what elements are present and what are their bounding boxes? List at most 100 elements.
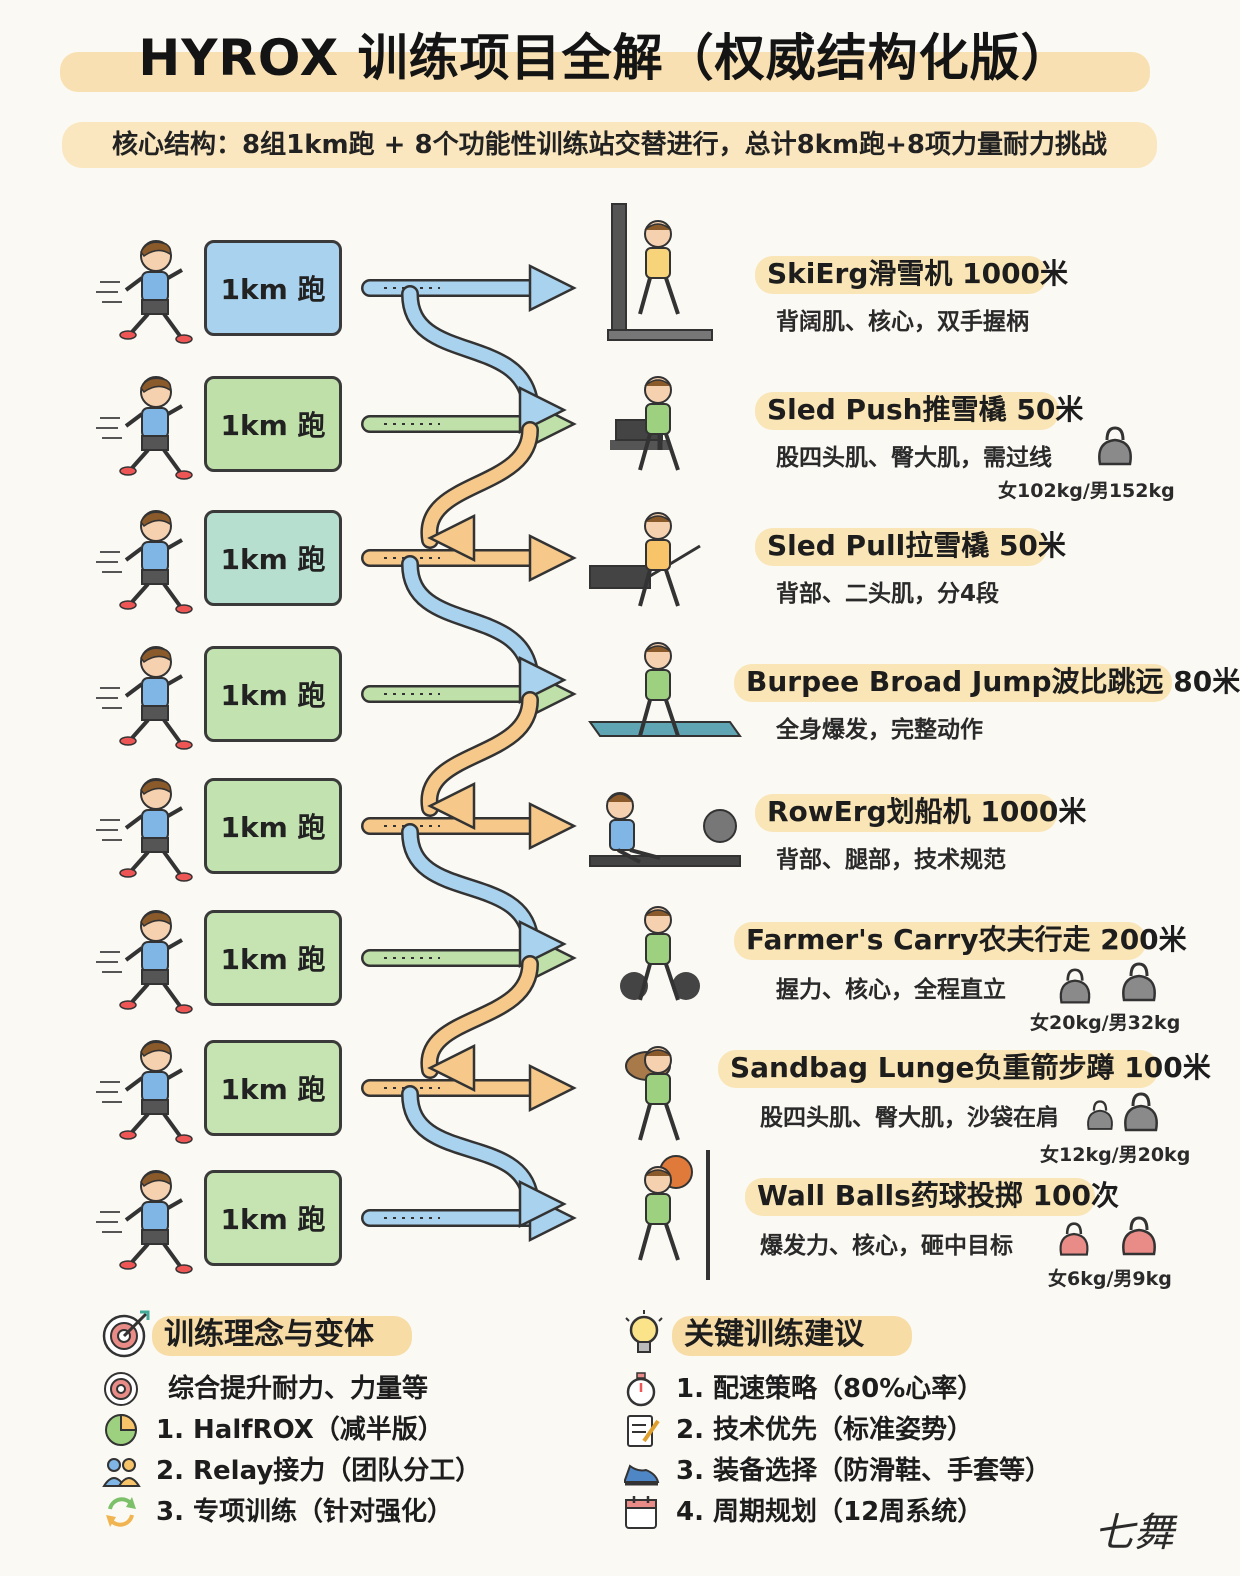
title-highlight — [60, 52, 1150, 92]
snake-connector-fill — [422, 693, 537, 815]
title-block: HYROX 训练项目全解（权威结构化版） — [60, 18, 1150, 98]
run-box: 1km 跑 — [204, 510, 342, 606]
runner-icon — [96, 240, 193, 344]
kettlebell-icon — [1094, 426, 1136, 472]
run-box: 1km 跑 — [204, 646, 342, 742]
station-name: Sled Push推雪橇 50米 — [767, 393, 1084, 426]
station-title-highlight — [755, 528, 1047, 566]
snake-connector-fill — [403, 557, 537, 679]
list-item: 2. 技术优先（标准姿势） — [622, 1409, 1102, 1449]
sled-push-icon — [590, 360, 750, 504]
run-label: 1km 跑 — [220, 543, 326, 576]
list-item: 2. Relay接力（团队分工） — [102, 1450, 582, 1490]
kettlebell-icon — [1118, 962, 1160, 1008]
run-label: 1km 跑 — [220, 811, 326, 844]
run-row: 1km 跑 — [96, 1036, 346, 1144]
station-title-highlight — [755, 256, 1047, 294]
station-name: RowErg划船机 1000米 — [767, 795, 1087, 828]
list-item: 4. 周期规划（12周系统） — [622, 1491, 1102, 1531]
subtitle-block: 核心结构：8组1km跑 + 8个功能性训练站交替进行，总计8km跑+8项力量耐力… — [62, 118, 1157, 170]
kettlebell-shape — [1122, 962, 1156, 1002]
kettlebell-shape — [1059, 968, 1091, 1004]
calendar-icon — [625, 1496, 657, 1529]
station-description: 背部、二头肌，分4段 — [776, 581, 1000, 607]
station-name: Farmer's Carry农夫行走 200米 — [746, 923, 1187, 956]
page-subtitle: 核心结构：8组1km跑 + 8个功能性训练站交替进行，总计8km跑+8项力量耐力… — [112, 130, 1107, 160]
subtitle-highlight — [62, 122, 1157, 168]
stopwatch-icon — [626, 1372, 656, 1407]
station-title-highlight — [745, 1178, 1095, 1216]
runner-icon — [96, 1170, 193, 1274]
skierg-icon — [590, 203, 750, 348]
station-name: Burpee Broad Jump波比跳远 80米 — [746, 665, 1240, 698]
list-item-text: 4. 周期规划（12周系统） — [676, 1497, 984, 1527]
station-name: Sled Pull拉雪橇 50米 — [767, 529, 1066, 562]
station-title: Sled Pull拉雪橇 50米 — [755, 522, 1066, 568]
station-weight: 女20kg/男32kg — [1030, 1012, 1181, 1034]
snake-connector-fill — [403, 287, 537, 409]
station-illustration — [588, 642, 742, 737]
kettlebell-icon — [1056, 968, 1094, 1010]
list-item-text: 3. 专项训练（针对强化） — [156, 1497, 454, 1527]
list-item: 1. HalfROX（减半版） — [102, 1409, 582, 1449]
station-illustration — [589, 512, 701, 607]
run-to-station-arrowhead — [528, 801, 577, 851]
run-box: 1km 跑 — [204, 240, 342, 336]
runner-icon — [96, 778, 193, 882]
list-item-text: 综合提升耐力、力量等 — [168, 1374, 429, 1404]
snake-arrowhead — [427, 1043, 476, 1093]
burpee-icon — [588, 626, 750, 770]
list-item-text: 1. 配速策略（80%心率） — [676, 1374, 984, 1404]
kettlebell-icon — [1118, 1216, 1160, 1262]
station-title-highlight — [755, 392, 1059, 430]
station-illustration — [610, 376, 680, 471]
list-item-text: 2. 技术优先（标准姿势） — [676, 1415, 974, 1445]
station-title: RowErg划船机 1000米 — [755, 788, 1087, 834]
runner-icon — [96, 910, 193, 1014]
snake-arrowhead — [518, 385, 567, 435]
lightbulb-icon — [625, 1310, 663, 1353]
list-item-text: 1. HalfROX（减半版） — [156, 1415, 444, 1445]
snake-connector-fill — [403, 1087, 537, 1203]
advice-heading-highlight — [672, 1316, 912, 1356]
run-row: 1km 跑 — [96, 372, 346, 480]
station-title-highlight — [734, 664, 1172, 702]
sandbag-lunge-icon — [590, 1030, 750, 1174]
runner-icon — [96, 1040, 193, 1144]
runner-icon — [96, 510, 193, 614]
concepts-heading: 训练理念与变体 — [100, 1308, 430, 1358]
target-icon — [102, 1310, 150, 1358]
run-row: 1km 跑 — [96, 236, 346, 344]
run-label: 1km 跑 — [220, 409, 326, 442]
station-illustration — [638, 1150, 710, 1280]
run-box: 1km 跑 — [204, 778, 342, 874]
station-name: SkiErg滑雪机 1000米 — [767, 257, 1069, 290]
station-title: Farmer's Carry农夫行走 200米 — [734, 916, 1187, 962]
kettlebell-shape — [1098, 426, 1132, 466]
notepad-icon — [627, 1415, 660, 1447]
kettlebell-icon — [1120, 1092, 1162, 1138]
station-title-highlight — [755, 794, 1057, 832]
rower-icon — [589, 766, 750, 910]
station-weight: 女6kg/男9kg — [1048, 1268, 1172, 1290]
team-icon — [102, 1458, 141, 1487]
station-title-highlight — [734, 922, 1146, 960]
snake-connector-fill — [422, 423, 537, 547]
list-item: 3. 专项训练（针对强化） — [102, 1491, 582, 1531]
snake-connector-fill — [403, 825, 537, 943]
station-illustration — [625, 1046, 680, 1141]
station-description: 股四头肌、臀大肌，沙袋在肩 — [760, 1105, 1059, 1131]
kettlebell-shape — [1059, 1222, 1089, 1256]
run-label: 1km 跑 — [220, 943, 326, 976]
station-title: Burpee Broad Jump波比跳远 80米 — [734, 658, 1240, 704]
station-description: 爆发力、核心，砸中目标 — [760, 1233, 1013, 1259]
station-illustration — [620, 906, 700, 1001]
station-illustration — [607, 203, 713, 341]
run-label: 1km 跑 — [220, 1203, 326, 1236]
run-label: 1km 跑 — [220, 1073, 326, 1106]
kettlebell-icon — [1056, 1222, 1092, 1262]
sled-pull-icon — [589, 496, 750, 640]
run-row: 1km 跑 — [96, 774, 346, 882]
run-box: 1km 跑 — [204, 910, 342, 1006]
list-item: 3. 装备选择（防滑鞋、手套等） — [622, 1450, 1102, 1490]
